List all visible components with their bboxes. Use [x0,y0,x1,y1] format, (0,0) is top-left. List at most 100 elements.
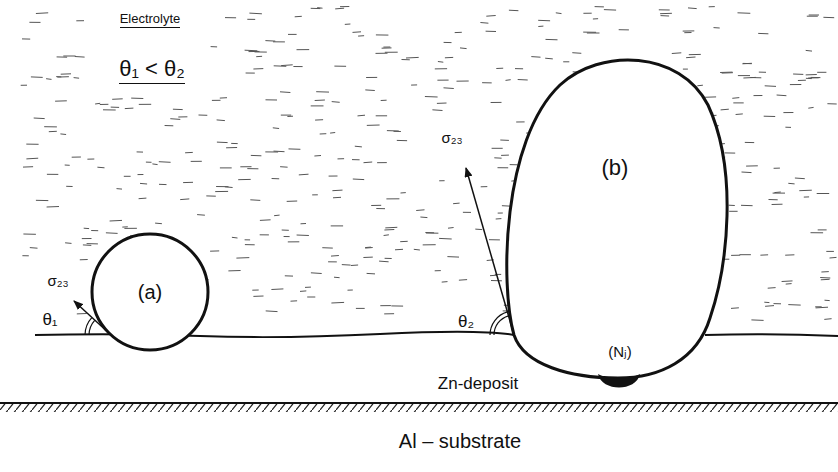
electrolyte-dash [328,261,337,262]
electrolyte-dash [386,198,399,199]
electrolyte-dash [245,239,251,240]
electrolyte-dash [312,194,318,195]
electrolyte-dash [745,142,754,143]
electrolyte-dash [500,140,509,141]
electrolyte-dash [273,41,285,42]
electrolyte-dash [311,105,324,106]
electrolyte-dash [131,98,143,99]
electrolyte-dash [247,19,255,20]
electrolyte-dash [165,125,174,126]
electrolyte-dash [659,9,670,10]
electrolyte-dash [316,91,329,92]
electrolyte-dash [538,20,550,22]
electrolyte-dash [216,186,228,187]
electrolyte-dash [334,277,340,279]
electrolyte-dash [29,22,40,23]
electrolyte-dash [299,174,309,176]
electrolyte-dash [265,151,278,152]
layer-label: Zn-deposit [438,374,518,394]
electrolyte-dash [518,79,528,81]
electrolyte-dash [31,76,43,78]
electrolyte-dash [138,174,144,175]
bubble-label: (b) [602,156,629,180]
electrolyte-dash [448,227,454,229]
angle-symbol: θ₂ [458,312,474,332]
electrolyte-dash [806,74,817,75]
electrolyte-dash [830,257,837,259]
electrolyte-dash [212,100,221,101]
electrolyte-dash [271,288,283,290]
electrolyte-dash [774,168,780,169]
electrolyte-dash [795,178,805,180]
electrolyte-dash [353,179,364,181]
electrolyte-dash [103,109,116,110]
electrolyte-dash [786,283,792,285]
deposit-surface [705,334,838,336]
electrolyte-dash [400,241,408,242]
electrolyte-dash [322,247,333,248]
electrolyte-dash [245,244,255,245]
electrolyte-dash [30,247,38,249]
electrolyte-dash [381,100,387,101]
electrolyte-dash [66,186,72,187]
electrolyte-dash [330,132,335,134]
electrolyte-dash [492,148,503,149]
electrolyte-dash [152,163,157,165]
electrolyte-dash [225,17,236,18]
electrolyte-dash [790,84,801,85]
electrolyte-dash [820,277,830,279]
electrolyte-dash [159,184,167,185]
electrolyte-dash [364,162,373,164]
electrolyte-dash [793,74,803,75]
electrolyte-dash [210,250,219,251]
electrolyte-dash [185,152,193,153]
electrolyte-dash [36,200,48,201]
electrolyte-dash [307,297,315,298]
electrolyte-dash [215,191,228,192]
electrolyte-dash [444,87,454,89]
electrolyte-dash [595,6,604,7]
electrolyte-dash [442,281,448,283]
region-label: Electrolyte [120,12,181,29]
angle-arc [89,320,95,335]
electrolyte-dash [506,79,511,81]
electrolyte-dash [704,96,716,97]
electrolyte-dash [709,6,715,7]
electrolyte-dash [435,270,441,271]
electrolyte-dash [47,174,58,175]
electrolyte-dash [72,157,81,158]
electrolyte-dash [240,166,251,167]
electrolyte-dash [741,205,753,206]
electrolyte-dash [159,161,171,163]
electrolyte-dash [435,68,447,69]
nucleus-label: (Nⱼ) [608,344,631,361]
electrolyte-dash [289,148,301,149]
electrolyte-dash [490,275,497,277]
electrolyte-dash [217,119,225,121]
electrolyte-dash [788,183,794,185]
bubble-label: (a) [138,281,162,303]
electrolyte-dash [274,65,287,67]
electrolyte-dash [777,95,787,97]
electrolyte-dash [305,287,311,288]
electrolyte-dash [459,279,467,281]
electrolyte-dash [367,125,380,126]
electrolyte-dash [785,127,791,128]
electrolyte-dash [146,162,152,163]
electrolyte-dash [437,103,447,104]
electrolyte-dash [385,52,398,53]
electrolyte-dash [287,116,293,117]
electrolyte-dash [246,73,255,74]
bubble-outline [495,40,735,396]
electrolyte-dash [501,155,509,156]
electrolyte-dash [804,196,809,197]
electrolyte-dash [183,182,193,183]
electrolyte-dash [342,264,351,266]
electrolyte-dash [124,228,136,229]
electrolyte-dash [593,18,598,19]
electrolyte-dash [437,80,448,81]
electrolyte-dash [683,69,688,70]
electrolyte-dash [100,104,109,105]
electrolyte-dash [545,58,553,60]
electrolyte-dash [21,85,27,86]
